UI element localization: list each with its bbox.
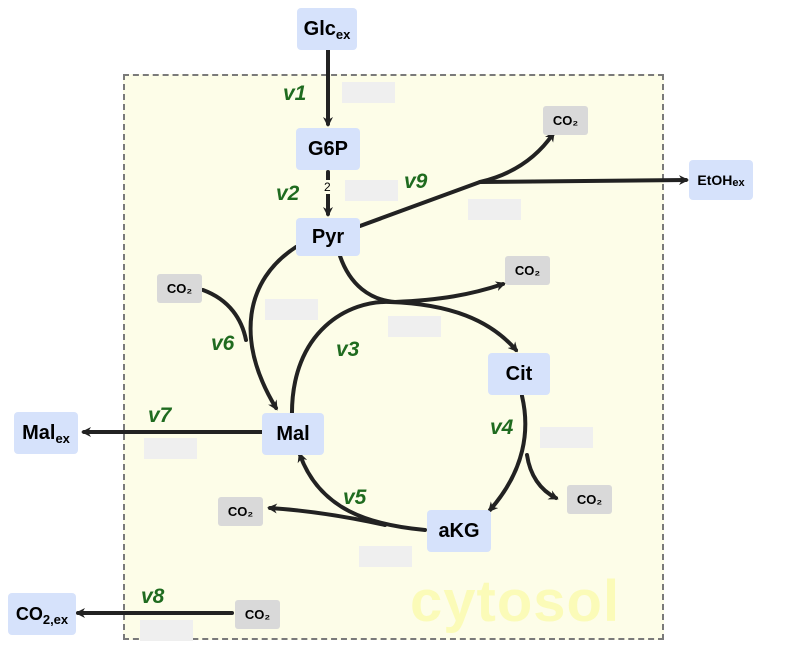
etoh-ex-label: EtOH — [697, 172, 733, 188]
arrow-v3-pyr — [338, 254, 397, 304]
flux-label-v1: v1 — [283, 82, 307, 105]
flux-label-v3: v3 — [336, 338, 360, 361]
flux-value-slot-v9 — [468, 199, 521, 220]
co2-node-v4: CO₂ — [567, 485, 612, 514]
arrow-v6-co2-in — [201, 288, 248, 342]
flux-label-v9: v9 — [404, 170, 428, 193]
compartment-label: cytosol — [410, 569, 621, 634]
flux-label-v6: v6 — [211, 332, 235, 355]
flux-label-v5: v5 — [343, 486, 367, 509]
cytosol-compartment — [123, 74, 664, 640]
arrow-v5-co2 — [267, 503, 387, 527]
arrow-v6 — [248, 245, 298, 411]
co2-node-v9: CO₂ — [543, 106, 588, 135]
flux-value-slot-v8 — [140, 620, 193, 641]
stoichiometry-v2: 2 — [324, 180, 331, 194]
flux-label-v4: v4 — [490, 416, 514, 439]
arrow-v5 — [297, 452, 427, 532]
metabolite-pyr: Pyr — [296, 218, 360, 256]
metabolite-g6p: G6P — [296, 128, 360, 170]
metabolite-akg: aKG — [427, 510, 491, 552]
metabolite-cit: Cit — [488, 353, 550, 395]
glc-ex-subscript: ex — [335, 26, 351, 42]
flux-value-slot-v1 — [342, 82, 395, 103]
arrow-v4 — [488, 394, 528, 513]
arrow-v4-co2 — [525, 453, 559, 500]
metabolite-mal: Mal — [262, 413, 324, 455]
flux-value-slot-v2 — [345, 180, 398, 201]
co2-node-v3: CO₂ — [505, 256, 550, 285]
flux-value-slot-v7 — [144, 438, 197, 459]
flux-label-v7: v7 — [148, 404, 172, 427]
mal-ex-subscript: ex — [55, 430, 70, 446]
flux-label-v2: v2 — [276, 182, 300, 205]
co2-ex-subscript: 2,ex — [42, 611, 69, 627]
arrow-v9-co2 — [478, 131, 555, 184]
co2-node-v6: CO₂ — [157, 274, 202, 303]
flux-value-slot-v4 — [540, 427, 593, 448]
glc-ex-label: Glc — [303, 17, 336, 40]
co2-node-v8: CO₂ — [235, 600, 280, 629]
co2-node-v5: CO₂ — [218, 497, 263, 526]
co2-ex-label: CO — [15, 603, 43, 624]
etoh-ex-subscript: ex — [732, 177, 745, 189]
flux-value-slot-v6 — [265, 299, 318, 320]
flux-label-v8: v8 — [141, 585, 165, 608]
mal-ex-label: Mal — [22, 421, 56, 444]
flux-value-slot-v3 — [388, 316, 441, 337]
arrow-v3-co2 — [393, 281, 506, 304]
flux-value-slot-v5 — [359, 546, 412, 567]
